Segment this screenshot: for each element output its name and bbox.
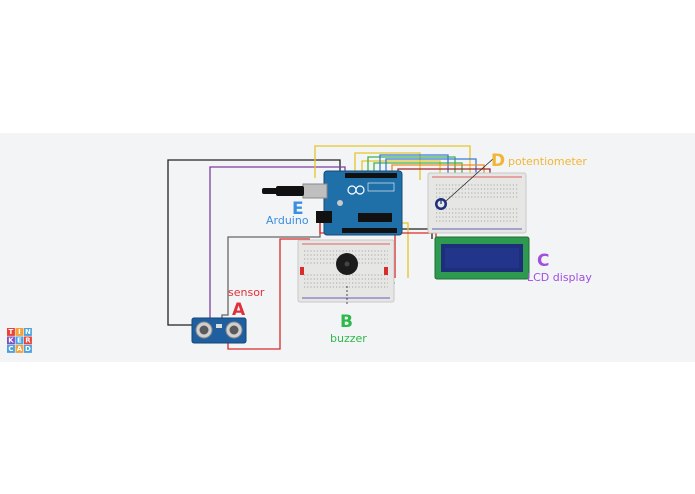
piezo-buzzer-icon[interactable]: [336, 253, 358, 275]
circuit-canvas[interactable]: sensor A B buzzer C LCD display D potent…: [0, 133, 695, 362]
logo-cell: [24, 336, 32, 345]
logo-letter: K: [8, 337, 14, 345]
logo-letter: A: [17, 345, 23, 353]
pointer-line-potentiometer: [445, 157, 495, 202]
component-letter-D: D: [491, 151, 505, 171]
lcd-16x2-icon[interactable]: [434, 236, 530, 280]
component-letter-C: C: [537, 251, 549, 271]
component-label-arduino: Arduino: [266, 214, 309, 227]
logo-letter: N: [25, 328, 31, 336]
logo-cell: [7, 345, 15, 353]
logo-letter: C: [8, 345, 13, 353]
wire-yellow-buzzer: [400, 222, 409, 278]
circuit-diagram: sensor A B buzzer C LCD display D potent…: [7, 145, 592, 353]
component-letter-B: B: [340, 312, 353, 332]
logo-cell: [24, 345, 32, 353]
arduino-uno-board-icon[interactable]: [262, 170, 403, 236]
logo-letter: I: [18, 328, 21, 336]
component-label-buzzer: buzzer: [330, 332, 367, 345]
wire-black-sensor-gnd: [167, 159, 341, 326]
logo-cell: [15, 328, 24, 336]
logo-letter: D: [25, 345, 31, 353]
logo-cell: [24, 328, 32, 336]
logo-cell: [15, 345, 24, 353]
logo-cell: [7, 328, 15, 336]
potentiometer-icon[interactable]: [435, 198, 447, 210]
wire-yellow-1: [314, 145, 471, 180]
component-label-lcd: LCD display: [527, 271, 592, 284]
logo-letter: T: [9, 328, 14, 336]
wire-yellow-2: [354, 152, 421, 180]
component-label-potentiometer: potentiometer: [508, 155, 587, 168]
ultrasonic-sensor-icon[interactable]: [191, 317, 247, 344]
logo-letter: R: [25, 337, 31, 345]
logo-letter: E: [17, 337, 22, 345]
component-label-sensor: sensor: [228, 286, 265, 299]
component-letter-A: A: [232, 300, 246, 320]
logo-cell: [15, 336, 24, 345]
logo-cell: [7, 336, 15, 345]
component-letter-E: E: [292, 199, 304, 219]
